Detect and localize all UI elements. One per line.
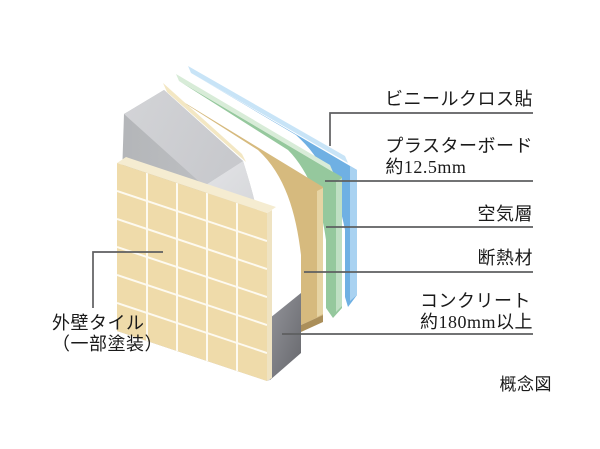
leader-lines [92, 112, 533, 335]
insulation-layer [163, 83, 323, 332]
label-concrete: コンクリート 約180mm以上 [420, 291, 533, 333]
label-exterior-tile-name: 外壁タイル [52, 313, 145, 333]
exterior-tile-layer [117, 157, 276, 381]
plasterboard-edge-highlight [350, 166, 357, 301]
leader-line-exterior-tile [92, 251, 163, 308]
insulation-top-strip [163, 83, 246, 162]
concrete-shadow-face [270, 293, 301, 380]
label-vinyl-cloth: ビニールクロス貼 [385, 89, 533, 109]
label-concrete-thickness: 約180mm以上 [419, 312, 533, 332]
label-insulation: 断熱材 [477, 248, 533, 268]
plasterboard-layer [188, 66, 357, 307]
tile-right-edge [267, 210, 272, 381]
concrete-top-face [124, 90, 243, 186]
air-layer [176, 74, 342, 318]
label-plasterboard-thickness: 約12.5mm [385, 157, 467, 177]
air-layer-edge-highlight [336, 178, 342, 312]
insulation-bottom-cap [301, 315, 323, 332]
label-concrete-name: コンクリート [419, 291, 531, 311]
label-exterior-tile-note: （一部塗装） [52, 334, 163, 354]
label-plasterboard-name: プラスターボード [385, 136, 533, 156]
leader-line-vinyl-cloth [329, 112, 533, 146]
label-plasterboard: プラスターボード 約12.5mm [385, 136, 533, 178]
label-air-layer: 空気層 [477, 204, 533, 224]
tile-top-edge [117, 157, 276, 213]
figure-caption: 概念図 [499, 375, 552, 394]
air-layer-top-strip [176, 74, 333, 172]
vinyl-cloth-top-strip [188, 66, 348, 163]
insulation-edge-highlight [317, 188, 323, 317]
tile-grout-grid [117, 173, 267, 371]
insulation-face [167, 92, 323, 325]
label-exterior-tile: 外壁タイル （一部塗装） [52, 313, 163, 355]
